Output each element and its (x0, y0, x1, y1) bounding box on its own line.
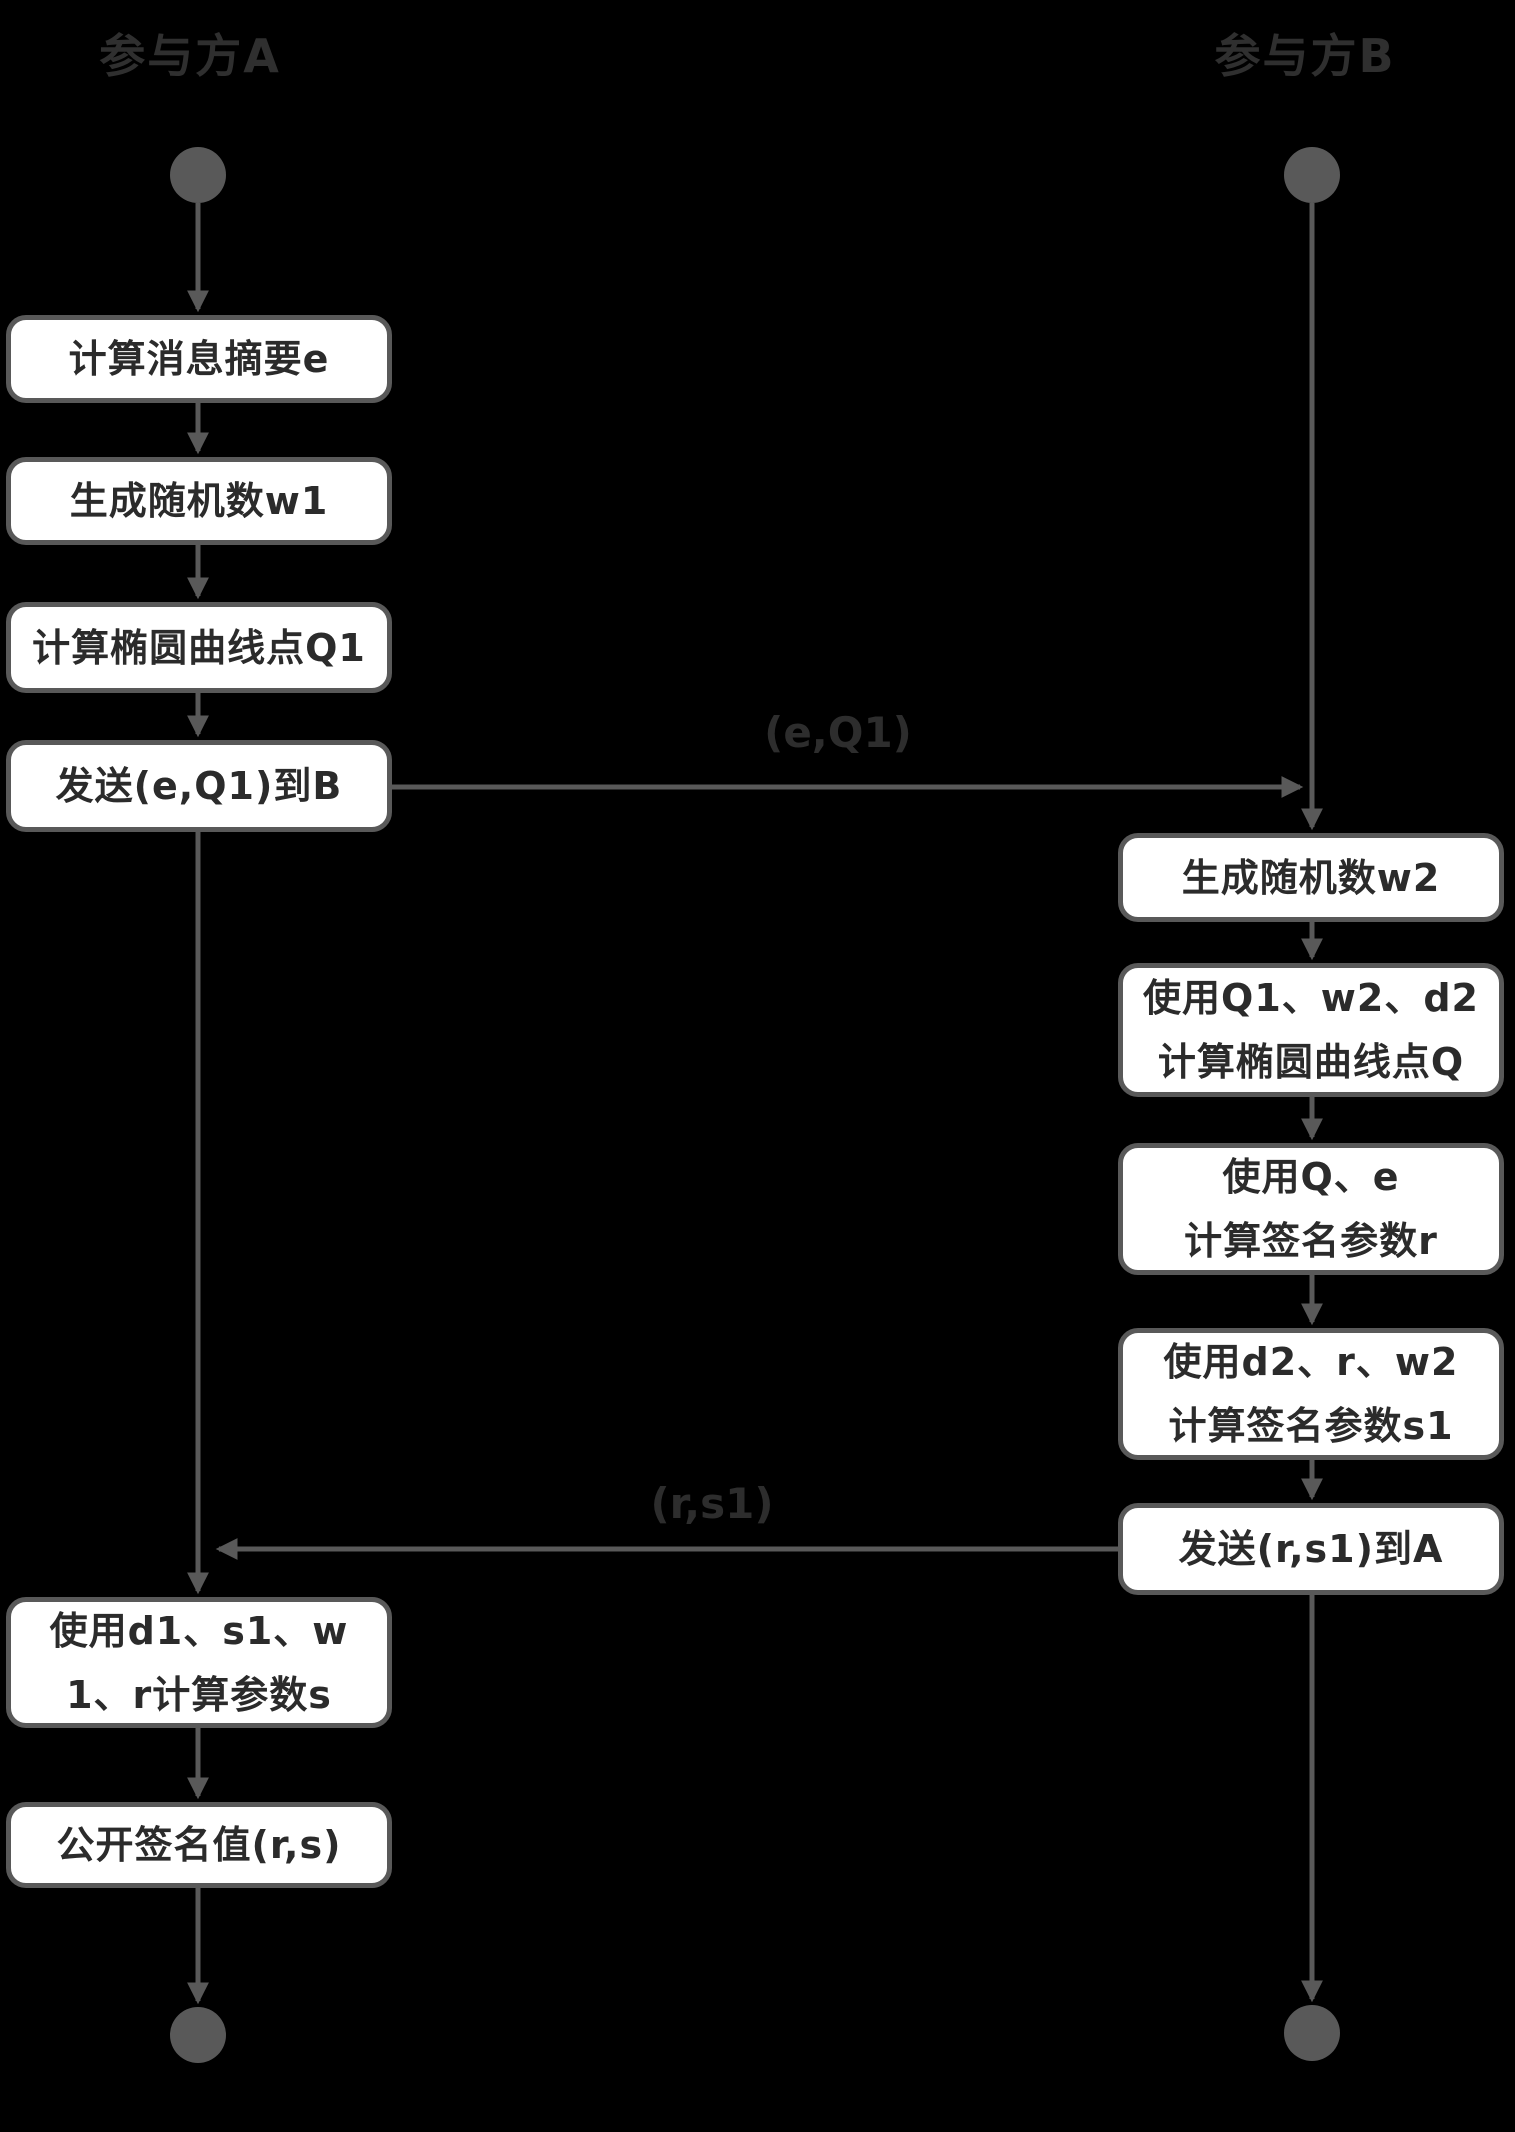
step-a-publish-signature: 公开签名值(r,s) (6, 1802, 392, 1888)
step-line: 使用d1、s1、w (49, 1608, 349, 1653)
step-line: 计算椭圆曲线点Q (1157, 1040, 1465, 1084)
step-line: 1、r计算参数s (66, 1672, 332, 1717)
step-a-compute-q1: 计算椭圆曲线点Q1 (6, 602, 392, 693)
end-node-a (170, 2007, 226, 2063)
step-b-send-rs1: 发送(r,s1)到A (1118, 1503, 1504, 1595)
step-line: 生成随机数w1 (69, 479, 329, 523)
step-line: 计算签名参数s1 (1168, 1404, 1454, 1448)
step-line: 发送(e,Q1)到B (55, 764, 343, 808)
step-b-compute-r: 使用Q、e 计算签名参数r (1118, 1143, 1504, 1275)
step-a-compute-digest: 计算消息摘要e (6, 315, 392, 403)
step-line: 生成随机数w2 (1181, 855, 1441, 900)
step-line: 计算椭圆曲线点Q1 (32, 625, 366, 670)
step-b-generate-w2: 生成随机数w2 (1118, 833, 1504, 922)
step-a-compute-s: 使用d1、s1、w 1、r计算参数s (6, 1597, 392, 1728)
step-line: 使用d2、r、w2 (1163, 1340, 1459, 1384)
step-a-generate-w1: 生成随机数w1 (6, 457, 392, 545)
participant-a-title: 参与方A (99, 29, 281, 83)
start-node-a (170, 147, 226, 203)
step-line: 使用Q、e (1222, 1155, 1400, 1199)
step-line: 计算签名参数r (1184, 1219, 1438, 1263)
message-label-r-s1: (r,s1) (650, 1479, 774, 1528)
step-line: 计算消息摘要e (68, 337, 330, 381)
step-line: 发送(r,s1)到A (1178, 1527, 1444, 1571)
step-a-send-eq1: 发送(e,Q1)到B (6, 740, 392, 832)
step-line: 使用Q1、w2、d2 (1143, 976, 1479, 1020)
message-label-e-q1: (e,Q1) (764, 708, 912, 757)
step-b-compute-q: 使用Q1、w2、d2 计算椭圆曲线点Q (1118, 963, 1504, 1097)
step-b-compute-s1: 使用d2、r、w2 计算签名参数s1 (1118, 1328, 1504, 1460)
end-node-b (1284, 2005, 1340, 2061)
start-node-b (1284, 147, 1340, 203)
step-line: 公开签名值(r,s) (56, 1823, 342, 1867)
participant-b-title: 参与方B (1214, 29, 1396, 83)
